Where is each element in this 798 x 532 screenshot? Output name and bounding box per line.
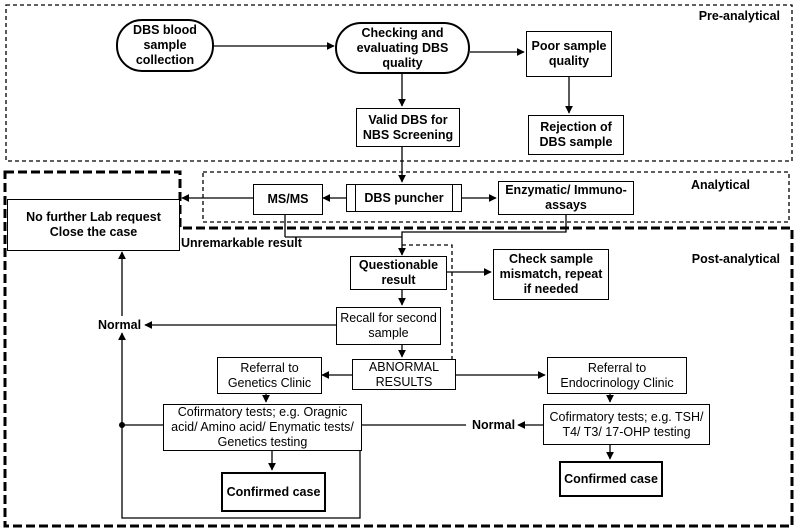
confirmed-case-left-node: Confirmed case [221, 472, 326, 512]
post-analytical-label: Post-analytical [691, 252, 780, 266]
puncher-right-bar [452, 185, 453, 211]
line-normal-right-to-left [118, 332, 466, 519]
dbs-puncher-label: DBS puncher [364, 190, 444, 205]
msms-node: MS/MS [253, 184, 323, 215]
normal-left-label: Normal [98, 318, 142, 332]
check-mismatch-node: Check sample mismatch, repeat if needed [493, 249, 609, 300]
puncher-left-bar [355, 185, 356, 211]
referral-endo-node: Referral to Endocrinology Clinic [547, 357, 687, 394]
confirmatory-genetics-node: Cofirmatory tests; e.g. Oragnic acid/ Am… [163, 404, 362, 451]
dbs-puncher-node: DBS puncher [346, 184, 462, 212]
post-analytical-region [3, 170, 794, 528]
dbs-collection-node: DBS blood sample collection [116, 19, 214, 72]
referral-genetics-node: Referral to Genetics Clinic [217, 357, 322, 394]
questionable-result-node: Questionable result [350, 256, 447, 290]
unremarkable-result-label: Unremarkable result [181, 236, 302, 250]
confirmed-case-right-node: Confirmed case [559, 461, 663, 497]
valid-dbs-node: Valid DBS for NBS Screening [356, 108, 460, 147]
line-enzymatic-to-results [401, 215, 567, 237]
normal-right-label: Normal [472, 418, 516, 432]
confirmatory-endo-node: Cofirmatory tests; e.g. TSH/ T4/ T3/ 17-… [543, 404, 710, 445]
recall-node: Recall for second sample [336, 307, 441, 345]
pre-analytical-region [5, 4, 793, 162]
pre-analytical-label: Pre-analytical [698, 9, 780, 23]
dashed-recheck-loop [402, 244, 456, 367]
analytical-region [202, 171, 790, 223]
rejection-node: Rejection of DBS sample [528, 115, 624, 155]
analytical-label: Analytical [690, 178, 750, 192]
poor-quality-node: Poor sample quality [526, 31, 612, 77]
junction-dot [119, 422, 125, 428]
checking-quality-node: Checking and evaluating DBS quality [335, 22, 470, 74]
no-further-request-node: No further Lab request Close the case [7, 199, 180, 251]
enzymatic-node: Enzymatic/ Immuno-assays [498, 181, 634, 215]
abnormal-results-node: ABNORMAL RESULTS [352, 359, 456, 390]
